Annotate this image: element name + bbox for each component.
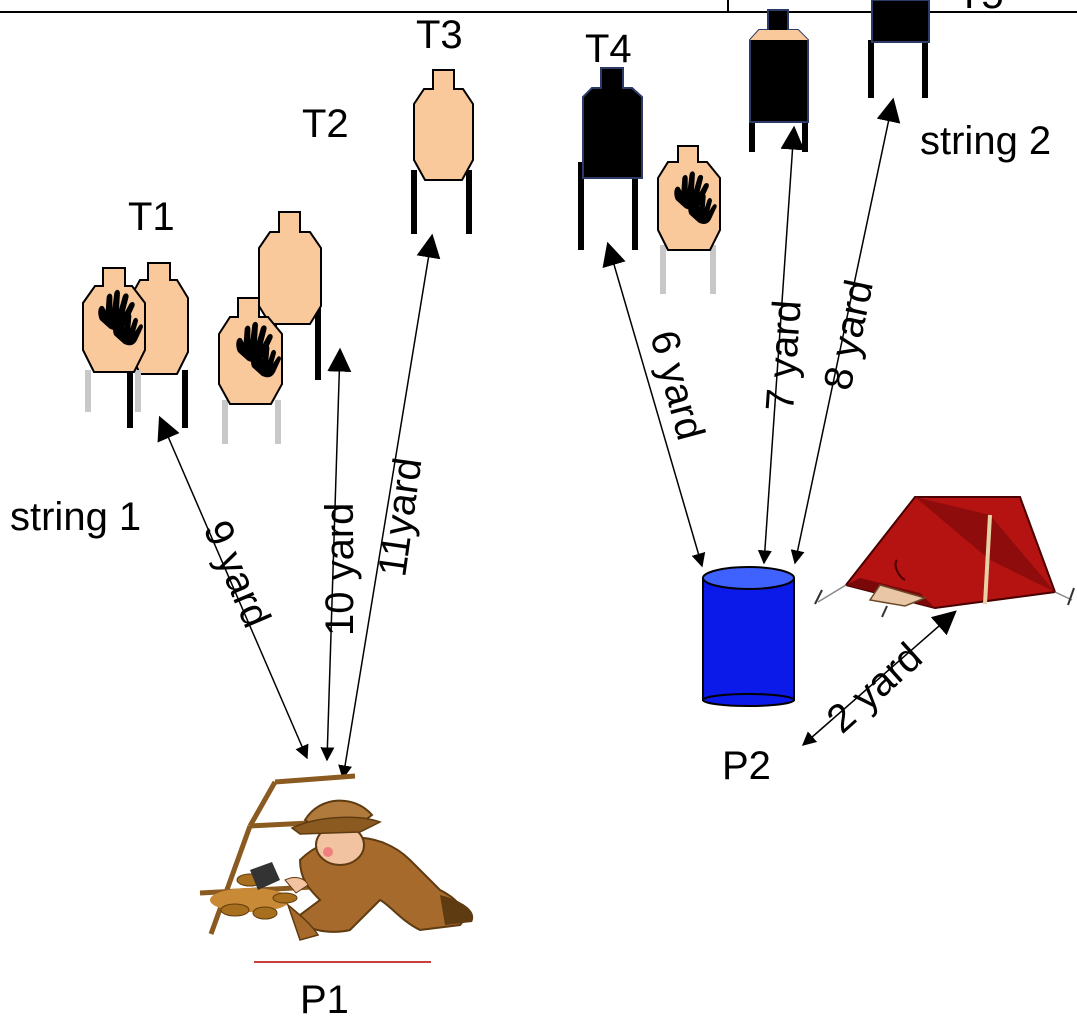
arrows-p2 [602,97,957,746]
label-t2: T2 [302,102,349,146]
arrow-p2-t4 [602,241,706,568]
distance-t2: 10 yard [318,503,362,636]
distance-t5b: 8 yard [816,276,882,394]
target-t1 [82,262,189,428]
target-t3 [411,69,474,234]
arrow-p2-t5a [757,125,805,565]
target-t4 [578,67,721,294]
distance-t1: 9 yard [195,514,279,634]
distance-t5a: 7 yard [758,299,810,413]
label-t1: T1 [128,195,175,239]
arrow-p1-t2 [320,347,352,762]
distance-t3: 11yard [370,455,430,579]
distance-tent: 2 yard [819,635,931,742]
label-string-2: string 2 [920,119,1051,163]
label-p2: P2 [722,744,771,788]
digger-illustration [199,773,474,941]
arrow-p1-t3 [338,233,441,780]
label-t5: T5 [957,0,1004,17]
target-t2 [218,211,322,444]
arrow-p2-t5b [790,97,901,565]
tent [814,496,1075,618]
label-p1: P1 [300,978,349,1020]
label-t4: T4 [585,27,632,71]
target-t5 [749,0,930,152]
arrow-p2-tent [801,610,957,746]
distance-t4: 6 yard [641,326,712,445]
label-string-1: string 1 [10,495,141,539]
label-t5-clip: T5 [957,0,1004,17]
arrows-p1 [157,233,441,780]
arrow-p1-t1 [157,415,309,760]
label-t3: T3 [416,13,463,57]
barrel [702,566,795,707]
